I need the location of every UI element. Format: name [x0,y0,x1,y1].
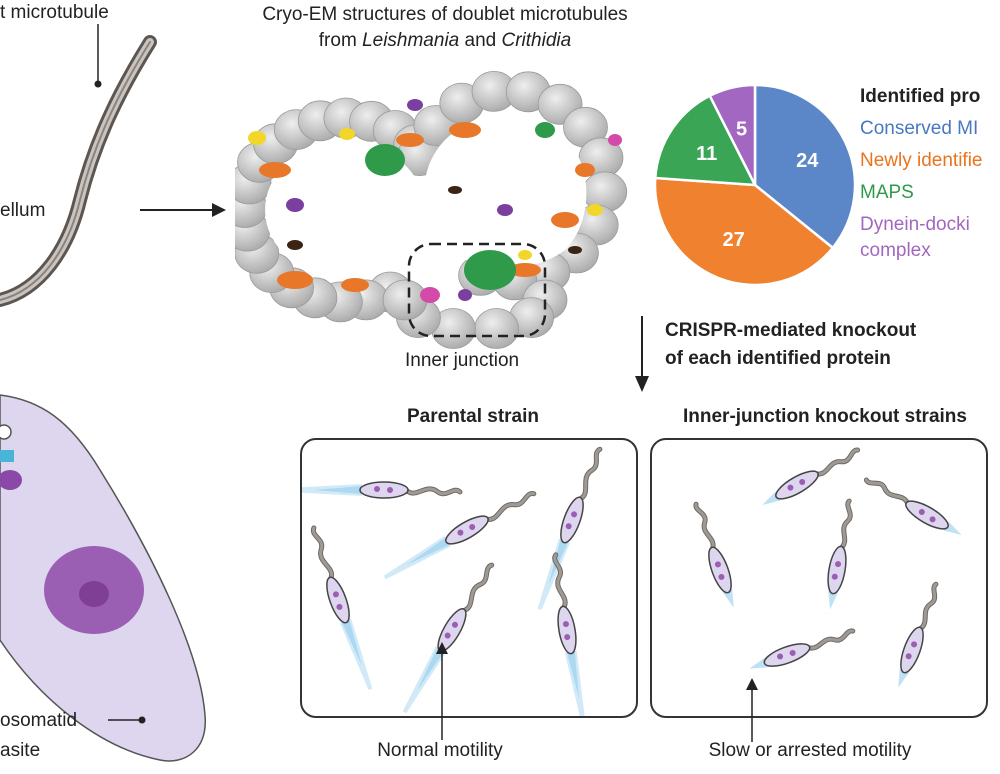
normal-motility-pointer [436,642,448,740]
pie-slice-label-3: 5 [736,119,747,141]
parasite-cell [289,481,463,499]
crispr-line1: CRISPR-mediated knockout [665,320,917,341]
genus-leishmania: Leishmania [362,30,460,51]
knockout-title: Inner-junction knockout strains [683,406,967,427]
knockout-cells [693,447,962,688]
knockout-panel [650,438,988,718]
slow-motility-caption: Slow or arrested motility [708,740,912,761]
down-arrow-icon [635,316,649,392]
parental-panel [289,438,638,724]
genus-crithidia: Crithidia [501,30,572,51]
legend-dynein-docking: Dynein-docki [860,214,970,235]
legend-maps: MAPS [860,182,914,203]
microtubule-label: t microtubule [0,2,109,23]
cryoem-title-line1: Cryo-EM structures of doublet microtubul… [262,4,628,25]
legend-dynein-docking-line2: complex [860,240,931,261]
parental-title: Parental strain [407,406,539,427]
legend-newly-identified: Newly identifie [860,150,983,171]
identified-proteins-pie-chart: 24 27 11 5 [653,83,857,287]
parasite-label-line2: asite [0,740,41,761]
inner-junction-label: Inner junction [405,350,520,371]
crispr-line2: of each identified protein [665,348,891,369]
pie-legend: Conserved MI Newly identifie MAPS Dynein… [860,118,983,263]
right-arrow-icon [140,203,226,217]
pie-slice-0 [753,83,857,250]
pie-slice-2 [653,94,758,187]
parasite-cell [310,525,373,690]
parasite-cell [552,552,586,724]
pie-slice-label-0: 24 [796,150,819,172]
doublet-microtubule-structure [235,70,628,349]
pie-title: Identified pro [860,86,981,107]
left-illustration [0,0,230,769]
parasite-cell [402,562,495,714]
parasite-cell [693,501,734,608]
parasite-cell [898,581,939,688]
flagellum-label: ellum [0,200,46,221]
parasite-cell [537,446,603,610]
parasite-label-line1: osomatid [0,710,78,731]
cryoem-title-line2: from Leishmania and Crithidia [318,30,572,51]
slow-motility-pointer [746,678,758,742]
parasite-cell [863,477,962,535]
parasite-cell [827,498,853,610]
inner-junction-box [407,242,547,338]
trypanosomatid-illustration [0,24,206,762]
parasite-cell [383,491,537,580]
pie-slice-label-1: 27 [723,229,745,251]
pie-slice-1 [653,176,835,287]
parasite-cell [749,628,856,669]
pie-slice-label-2: 11 [696,143,717,165]
parasite-cell [762,447,861,505]
parental-cells [289,446,603,724]
legend-conserved: Conserved MI [860,118,979,139]
normal-motility-caption: Normal motility [377,740,503,761]
pie-slice-3 [708,83,757,186]
